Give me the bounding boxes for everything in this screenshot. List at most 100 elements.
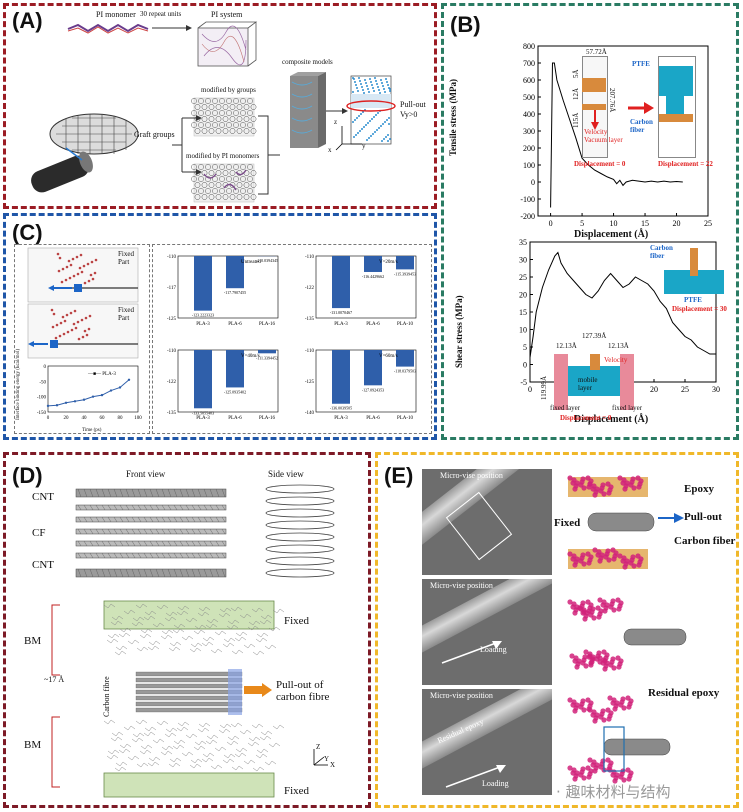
bar [194,256,212,311]
y-tick-label: 0 [44,365,47,370]
micro-vise-label-1: Micro-vise position [440,471,503,480]
y-tick-label: -110 [167,349,176,354]
category-label: PLA-3 [334,416,348,421]
repeat-arrow [152,25,192,31]
bar-value-label: -118.0379503 [394,369,416,374]
y-tick-label: -140 [305,411,315,416]
category-label: PLA-6 [366,322,380,327]
x-tick-label: 25 [704,219,712,228]
category-label: PLA-6 [228,416,242,421]
shear-inset-ptfe: PTFE [684,296,702,304]
bar [332,350,350,404]
axis-x-label: x [328,146,332,154]
bm-top-block [103,600,285,656]
legend-swatch [234,353,239,357]
y-tick-label: 200 [523,144,535,153]
micro-vise-label-3: Micro-vise position [430,691,493,700]
bar [396,256,414,270]
line-chart-ylabel: Interface binding energy (kcal/mol) [16,348,21,420]
category-label: PLA-16 [259,416,276,421]
y-tick-label: -117 [167,286,176,291]
bar [194,350,212,409]
y-tick-label: 300 [523,127,535,136]
graphene-groups [191,97,257,137]
category-label: PLA-10 [397,416,414,421]
legend-label: V=40m/s [241,354,260,359]
shear-dim2: 12.13Å [556,342,577,350]
y-tick-label: 400 [523,110,535,119]
legend-label: V=20m/s [379,260,398,265]
bar [332,256,350,309]
category-label: PLA-6 [228,322,242,327]
front-view-structure [75,488,227,578]
x-tick-label: 20 [673,219,681,228]
side-view-structure [265,484,335,578]
fixed-label: Fixed [554,517,581,529]
y-tick-label: 25 [519,273,527,282]
shear-velocity: Velocity [604,356,628,364]
category-label: PLA-3 [196,416,210,421]
y-tick-label: 500 [523,93,535,102]
fixed-part-label-1: Fixed Part [118,250,134,266]
x-tick-label: 15 [641,219,649,228]
shear-dim3: 12.13Å [608,342,629,350]
y-tick-label: -50 [39,380,46,385]
y-tick-label: 100 [523,161,535,170]
y-tick-label: 15 [519,308,527,317]
inset-top-disp22: Displacement = 22 [658,160,713,168]
y-tick-label: -100 [520,195,535,204]
line-chart-xlabel: Time (ps) [82,428,102,433]
fibre-bundle [135,669,243,715]
bar-value-label: -117.7907455 [224,290,246,295]
composite-models-label: composite models [282,58,333,66]
carbon-fibre-label: Carbon fibre [102,676,111,717]
shear-inset-top: Carbon fiber PTFE Displacement = 30 [650,244,727,313]
x-tick-label: 80 [118,416,124,421]
bar-chart-v40: -110-122-135-133.5055403PLA-3-125.093540… [167,349,279,421]
bracket-top [51,604,60,676]
bar [364,256,382,272]
bm-top-label: BM [24,635,42,647]
bm-bottom-block [103,719,285,798]
watermark-text: · 趣味材料与结构 [556,783,671,801]
bar-chart-v20: -110-122-135-131.0070467PLA-3-116.442966… [305,255,417,327]
x-tick-label: 20 [64,416,70,421]
category-label: PLA-3 [334,322,348,327]
data-point [127,378,131,381]
y-tick-label: -110 [167,255,176,260]
x-tick-label: 100 [134,416,142,421]
shear-disp0: Displacement = 0 [560,414,612,422]
front-view-label: Front view [126,469,166,479]
panel-e: (E) Micro-vise position Micro-vise posit… [375,452,739,808]
series-line [529,251,716,358]
inset-top-dim5: 5Å [572,69,580,78]
tensile-xlabel: Displacement (Å) [574,229,649,240]
pull-out-label: Pull-out of carbon fibre [276,679,330,703]
data-point [46,404,50,408]
pull-out-arrow-e [658,513,684,523]
xyz-y-label: Y [324,755,330,763]
cnt-bottom-label: CNT [32,559,54,571]
md-model-2 [567,597,687,672]
inset-top-dim2: 207.76Å [608,88,616,113]
series-line [550,62,683,208]
cf-label: CF [32,527,46,539]
panel-b-tag: (B) [450,12,481,37]
bar-value-label: -110.0394345 [256,258,278,263]
x-tick-label: 60 [100,416,106,421]
md-model-1 [567,475,655,570]
inset-top-dim1: 57.72Å [586,48,607,56]
x-tick-label: 40 [82,416,88,421]
y-tick-label: -5 [520,378,527,387]
bracket-bottom [51,716,60,788]
shear-dim1: 127.39Å [582,332,607,340]
panel-c-tag: (C) [12,220,43,245]
y-tick-label: 800 [523,42,535,51]
fixed-bottom-label: Fixed [284,785,310,797]
panel-e-tag: (E) [384,463,414,488]
panel-a: (A) PI monomer 30 repeat units PI system… [3,3,437,209]
micro-vise-label-2: Micro-vise position [430,581,493,590]
